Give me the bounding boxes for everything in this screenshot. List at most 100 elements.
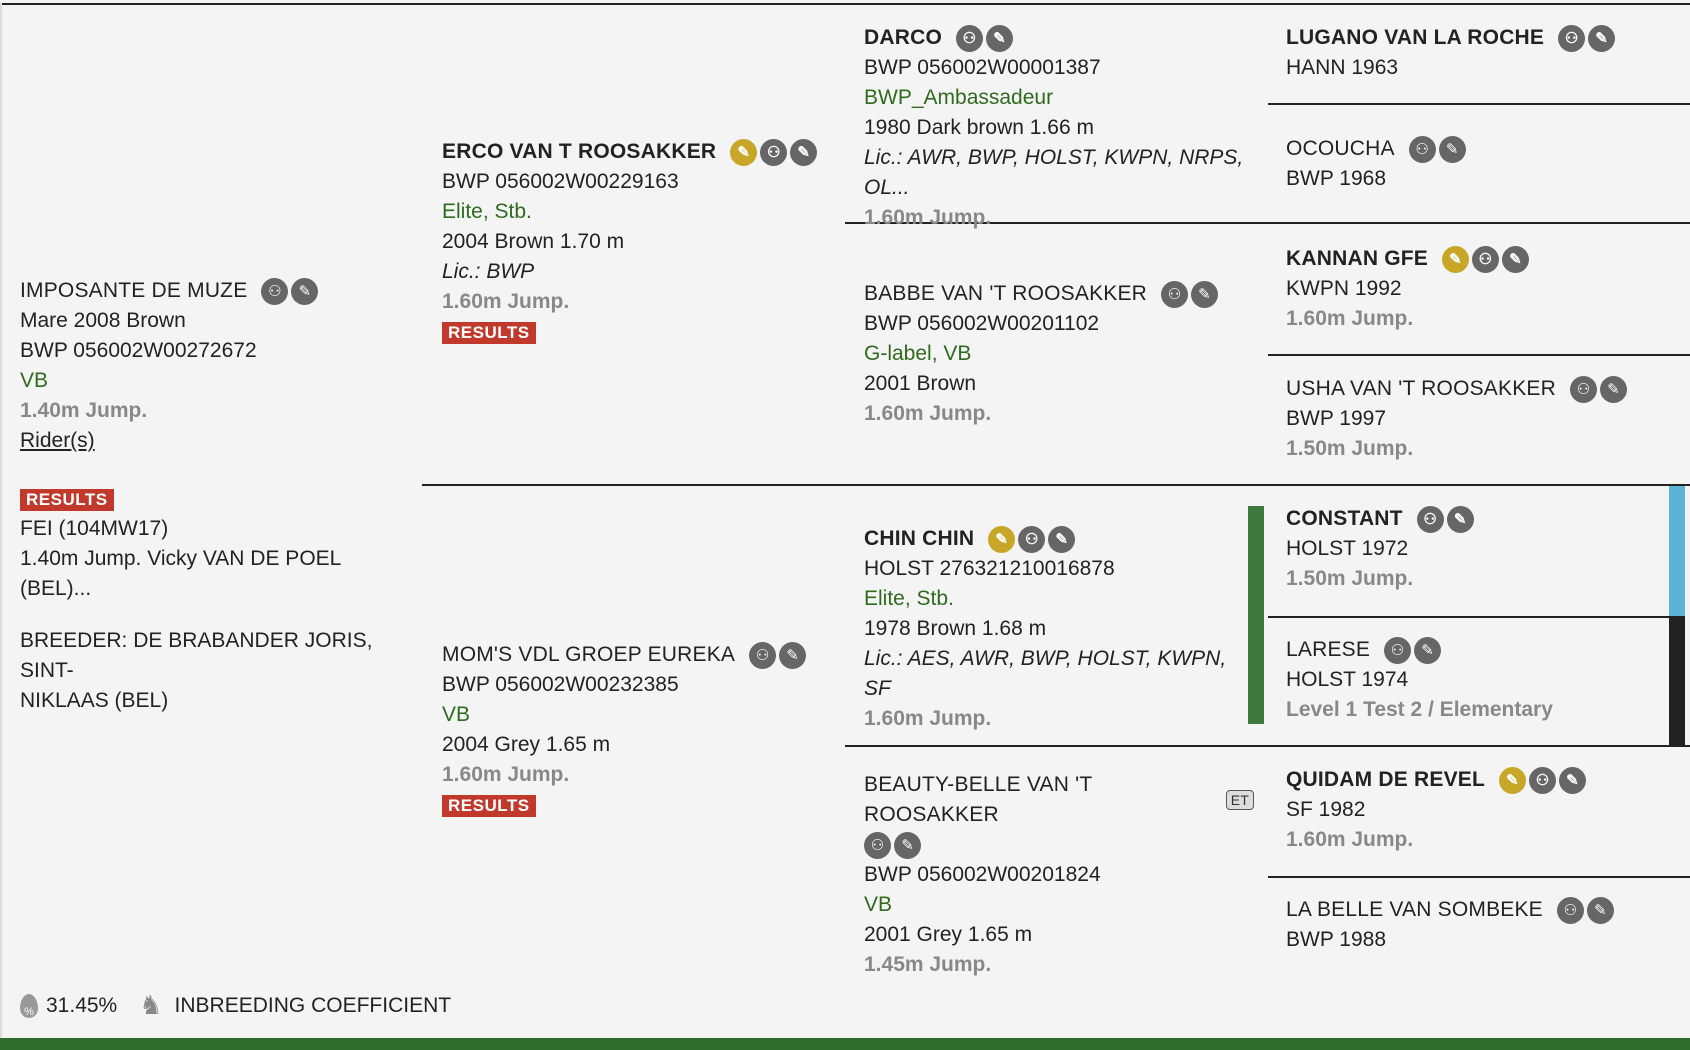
sd-predicate: G-label, VB <box>864 342 972 365</box>
g4-name-7[interactable]: QUIDAM DE REVEL <box>1286 768 1486 791</box>
pedigree-icon[interactable]: ⚇ <box>749 641 777 669</box>
divider-sire-parents <box>845 222 1690 224</box>
pedigree-icon[interactable]: ⚇ <box>864 831 891 859</box>
edit-icon[interactable]: ✎ <box>1438 135 1466 163</box>
dam-level: 1.60m Jump. <box>442 763 570 786</box>
g4-info-1: HANN 1963 <box>1286 56 1399 79</box>
ss-predicate: BWP_Ambassadeur <box>864 86 1054 109</box>
edit-icon[interactable]: ✎ <box>779 641 807 669</box>
edit-icon[interactable]: ✎ <box>790 138 818 166</box>
sd-id: BWP 056002W00201102 <box>864 312 1100 335</box>
pedigree-icon[interactable]: ⚇ <box>1472 245 1499 273</box>
g4-icons-4: ⚇✎ <box>1570 375 1628 403</box>
g4-icons-6: ⚇✎ <box>1384 636 1442 664</box>
sire-results-button[interactable]: RESULTS <box>442 322 536 344</box>
g4-info-7: SF 1982 <box>1286 798 1366 821</box>
g4-name-4[interactable]: USHA VAN 'T ROOSAKKER <box>1286 377 1557 400</box>
g4-level-4: 1.50m Jump. <box>1286 437 1414 460</box>
divider-sire-dam <box>422 484 1690 486</box>
ss-name-row: DARCO ⚇ ✎ <box>864 23 1013 53</box>
stallion-icon[interactable]: ✎ <box>1499 766 1527 794</box>
g4-name-6[interactable]: LARESE <box>1286 638 1371 661</box>
inbreeding-marker-green <box>1248 506 1264 724</box>
riders-link[interactable]: Rider(s) <box>20 429 95 452</box>
dd-name[interactable]: BEAUTY-BELLE VAN 'T ROOSAKKER <box>864 773 1093 826</box>
g4-info-3: KWPN 1992 <box>1286 277 1402 300</box>
subject-info: Mare 2008 Brown <box>20 309 186 332</box>
g4-level-3: 1.60m Jump. <box>1286 307 1414 330</box>
edit-icon[interactable]: ✎ <box>894 831 921 859</box>
sire-sire-horse: DARCO ⚇ ✎ BWP 056002W00001387 BWP_Ambass… <box>864 23 1254 233</box>
stallion-icon[interactable]: ✎ <box>730 138 758 166</box>
subject-icons: ⚇ ✎ <box>261 277 319 305</box>
edit-icon[interactable]: ✎ <box>1600 375 1628 403</box>
divider-dam-parents <box>845 745 1690 747</box>
ss-level: 1.60m Jump. <box>864 206 992 229</box>
g4-icons-2: ⚇✎ <box>1408 135 1466 163</box>
pedigree-icon[interactable]: ⚇ <box>1161 280 1189 308</box>
top-border <box>0 3 1690 5</box>
edit-icon[interactable]: ✎ <box>1446 505 1474 533</box>
edit-icon[interactable]: ✎ <box>291 277 319 305</box>
horse-icon[interactable]: ♞ <box>139 990 163 1020</box>
dd-id: BWP 056002W00201824 <box>864 863 1101 886</box>
pedigree-icon[interactable]: ⚇ <box>261 277 289 305</box>
dam-predicate: VB <box>442 703 471 726</box>
dam-name[interactable]: MOM'S VDL GROEP EUREKA <box>442 643 736 666</box>
edit-icon[interactable]: ✎ <box>1414 636 1442 664</box>
g4-icons-8: ⚇✎ <box>1556 896 1614 924</box>
edit-icon[interactable]: ✎ <box>1586 896 1614 924</box>
edit-icon[interactable]: ✎ <box>1502 245 1529 273</box>
g4-name-3[interactable]: KANNAN GFE <box>1286 247 1428 270</box>
subject-result-line: 1.40m Jump. Vicky VAN DE POEL (BEL)... <box>20 547 341 600</box>
pedigree-icon[interactable]: ⚇ <box>1556 896 1584 924</box>
pedigree-icon[interactable]: ⚇ <box>1384 636 1412 664</box>
sd-icons: ⚇ ✎ <box>1161 280 1219 308</box>
dam-dam-horse: BEAUTY-BELLE VAN 'T ROOSAKKER ET ⚇ ✎ BWP… <box>864 770 1254 980</box>
stallion-icon[interactable]: ✎ <box>1442 245 1469 273</box>
sire-dam-horse: BABBE VAN 'T ROOSAKKER ⚇ ✎ BWP 056002W00… <box>864 279 1254 429</box>
stallion-icon[interactable]: ✎ <box>988 525 1016 553</box>
pedigree-icon[interactable]: ⚇ <box>760 138 788 166</box>
edit-icon[interactable]: ✎ <box>1191 280 1219 308</box>
g4-icons-3: ✎⚇✎ <box>1442 245 1529 273</box>
subject-name[interactable]: IMPOSANTE DE MUZE <box>20 279 248 302</box>
sire-icons: ✎ ⚇ ✎ <box>730 138 818 166</box>
sd-name[interactable]: BABBE VAN 'T ROOSAKKER <box>864 282 1148 305</box>
g4-name-1[interactable]: LUGANO VAN LA ROCHE <box>1286 26 1545 49</box>
pedigree-icon[interactable]: ⚇ <box>1529 766 1557 794</box>
ss-info: 1980 Dark brown 1.66 m <box>864 116 1094 139</box>
ss-licence: Lic.: AWR, BWP, HOLST, KWPN, NRPS, OL... <box>864 146 1244 199</box>
g4-name-8[interactable]: LA BELLE VAN SOMBEKE <box>1286 898 1543 921</box>
g4-icons-1: ⚇✎ <box>1558 24 1616 52</box>
dd-level: 1.45m Jump. <box>864 953 992 976</box>
g4-level-7: 1.60m Jump. <box>1286 828 1414 851</box>
g4-name-5[interactable]: CONSTANT <box>1286 507 1403 530</box>
ds-name-row: CHIN CHIN ✎ ⚇ ✎ <box>864 524 1076 554</box>
pedigree-icon[interactable]: ⚇ <box>1416 505 1444 533</box>
dd-name-row: BEAUTY-BELLE VAN 'T ROOSAKKER ET <box>864 770 1254 830</box>
edit-icon[interactable]: ✎ <box>1048 525 1076 553</box>
dam-results-button[interactable]: RESULTS <box>442 795 536 817</box>
pedigree-icon[interactable]: ⚇ <box>1018 525 1046 553</box>
divider-g4-1 <box>1268 103 1690 105</box>
dd-icons: ⚇ ✎ <box>864 831 921 859</box>
pedigree-icon[interactable]: ⚇ <box>1570 375 1598 403</box>
inbreeding-marker-blue <box>1669 486 1685 616</box>
inbreeding-label: INBREEDING COEFFICIENT <box>174 993 452 1017</box>
edit-icon[interactable]: ✎ <box>986 24 1013 52</box>
subject-horse: IMPOSANTE DE MUZE ⚇ ✎ Mare 2008 Brown BW… <box>20 276 410 716</box>
pedigree-icon[interactable]: ⚇ <box>1558 24 1586 52</box>
drop-icon: % <box>20 993 38 1018</box>
ss-name[interactable]: DARCO <box>864 26 942 49</box>
g4-name-2[interactable]: OCOUCHA <box>1286 137 1395 160</box>
subject-results-button[interactable]: RESULTS <box>20 489 114 511</box>
g4-icons-7: ✎⚇✎ <box>1499 766 1587 794</box>
ds-name[interactable]: CHIN CHIN <box>864 527 975 550</box>
sire-name[interactable]: ERCO VAN T ROOSAKKER <box>442 140 717 163</box>
edit-icon[interactable]: ✎ <box>1588 24 1616 52</box>
pedigree-icon[interactable]: ⚇ <box>956 24 983 52</box>
edit-icon[interactable]: ✎ <box>1559 766 1587 794</box>
pedigree-icon[interactable]: ⚇ <box>1408 135 1436 163</box>
g4-info-4: BWP 1997 <box>1286 407 1387 430</box>
